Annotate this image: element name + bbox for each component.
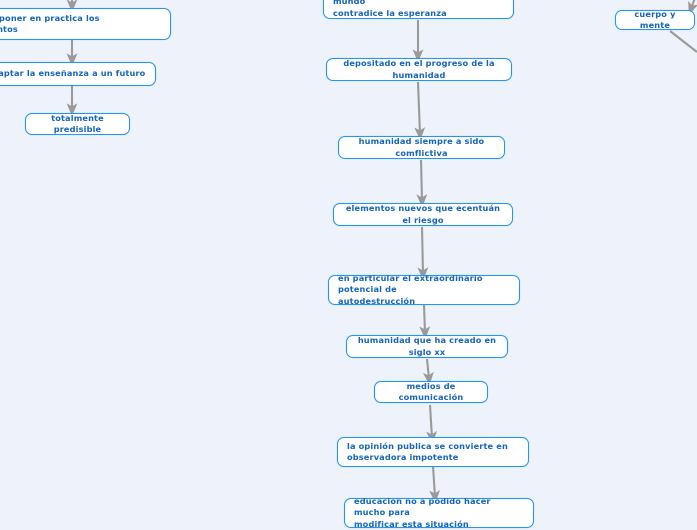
node-autodestruccion[interactable]: en particular el extraordinario potencia… xyxy=(328,272,520,306)
node-violencia-esperanza[interactable]: la violencia que impera en el mundo cont… xyxy=(323,0,514,19)
edge-medios-to-opinion xyxy=(426,404,438,445)
node-label: totalmente predisible xyxy=(51,112,104,134)
node-label: humanidad que ha creado en siglo xx xyxy=(357,335,497,357)
edge-depositado-to-conflictiva xyxy=(414,81,426,141)
edge-into-cuerpo-mente xyxy=(688,0,697,15)
node-totalmente-predisible[interactable]: totalmente predisible xyxy=(25,113,130,135)
node-label: eñar y poner en practica los ocimientos xyxy=(0,12,100,34)
node-depositado-progreso[interactable]: depositado en el progreso de la humanida… xyxy=(326,58,512,81)
edge-opinion-to-educacion xyxy=(429,465,441,504)
node-label: depositado en el progreso de la humanida… xyxy=(343,58,495,80)
edge-out-of-cuerpo-mente xyxy=(669,30,697,53)
node-siglo-xx[interactable]: humanidad que ha creado en siglo xx xyxy=(346,335,508,358)
node-adaptar-ensenanza[interactable]: para adaptar la enseñanza a un futuro xyxy=(0,62,156,86)
node-label: en particular el extraordinario potencia… xyxy=(338,272,483,306)
edge-autodestruccion-to-sigloxx xyxy=(419,304,431,340)
node-label: la opinión publica se convierte en obser… xyxy=(347,440,508,462)
node-elementos-riesgo[interactable]: elementos nuevos que ecentuán el riesgo xyxy=(333,203,513,226)
edge-sigloxx-to-medios xyxy=(422,358,434,386)
edge-elementos-to-autodestruccion xyxy=(417,226,429,281)
node-label: educacion no a podido hacer mucho para m… xyxy=(354,495,491,529)
node-label: medios de comunicación xyxy=(398,380,464,402)
edge-conflictiva-to-elementos xyxy=(416,159,428,208)
node-label: para adaptar la enseñanza a un futuro xyxy=(0,68,146,79)
node-ensenar-practica[interactable]: eñar y poner en practica los ocimientos xyxy=(0,8,171,40)
node-cuerpo-mente[interactable]: cuerpo y mente xyxy=(615,8,695,30)
node-educacion-modificar[interactable]: educacion no a podido hacer mucho para m… xyxy=(344,495,534,529)
node-label: la violencia que impera en el mundo cont… xyxy=(333,0,447,18)
node-label: humanidad siempre a sido comflictiva xyxy=(358,136,485,158)
node-label: elementos nuevos que ecentuán el riesgo xyxy=(345,203,501,225)
node-label: cuerpo y mente xyxy=(634,8,676,30)
node-medios-comunicacion[interactable]: medios de comunicación xyxy=(374,381,488,403)
node-opinion-publica[interactable]: la opinión publica se convierte en obser… xyxy=(337,437,529,467)
node-humanidad-conflictiva[interactable]: humanidad siempre a sido comflictiva xyxy=(338,136,505,159)
